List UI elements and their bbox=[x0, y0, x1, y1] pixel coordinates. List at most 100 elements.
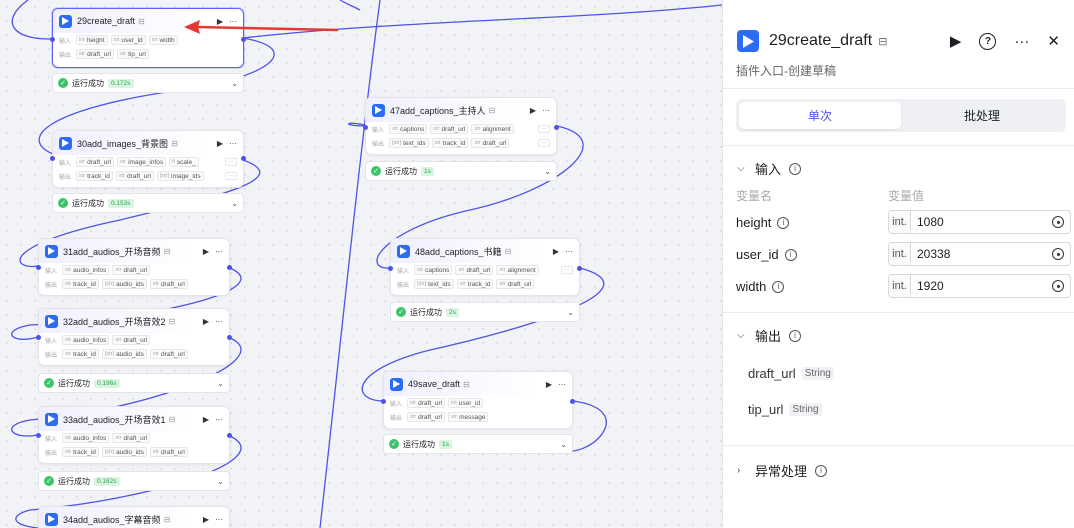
success-icon: ✓ bbox=[44, 378, 54, 388]
input-port[interactable] bbox=[36, 433, 41, 438]
output-port[interactable] bbox=[577, 266, 582, 271]
output-label: 输出 bbox=[372, 141, 385, 148]
status-text: 运行成功 bbox=[403, 439, 435, 449]
run-icon[interactable]: ▶ bbox=[552, 246, 559, 256]
output-port[interactable] bbox=[570, 399, 575, 404]
node-34add-audios[interactable]: 34add_audios_字幕音频 ⊟ ▶··· bbox=[38, 506, 230, 528]
duration-badge: 0.196s bbox=[94, 378, 120, 388]
chevron-down-icon[interactable]: ⌄ bbox=[560, 439, 567, 449]
close-icon[interactable]: ✕ bbox=[1047, 33, 1060, 50]
run-icon[interactable]: ▶ bbox=[216, 16, 223, 26]
chevron-down-icon: ⌵ bbox=[737, 163, 745, 174]
run-status[interactable]: ✓ 运行成功 2s ⌄ bbox=[390, 302, 580, 322]
output-section-header[interactable]: ⌵ 输出 i bbox=[737, 326, 802, 345]
output-port[interactable] bbox=[241, 37, 246, 42]
error-section-header[interactable]: › 异常处理 i bbox=[737, 461, 828, 480]
duration-badge: 0.172s bbox=[108, 78, 134, 88]
input-port[interactable] bbox=[36, 265, 41, 270]
output-label: 输出 bbox=[397, 282, 410, 289]
help-icon[interactable]: ? bbox=[979, 32, 997, 50]
input-port[interactable] bbox=[36, 335, 41, 340]
variable-ref-icon[interactable] bbox=[1052, 216, 1064, 228]
variable-ref-icon[interactable] bbox=[1052, 248, 1064, 260]
field-value[interactable]: 1920 bbox=[917, 279, 944, 293]
input-section-header[interactable]: ⌵ 输入 i bbox=[737, 159, 802, 178]
chevron-down-icon[interactable]: ⌄ bbox=[217, 476, 224, 486]
more-icon[interactable]: ··· bbox=[565, 246, 573, 256]
run-icon[interactable]: ▶ bbox=[202, 246, 209, 256]
chevron-down-icon[interactable]: ⌄ bbox=[544, 166, 551, 176]
run-status[interactable]: ✓ 运行成功 1s ⌄ bbox=[383, 434, 573, 454]
edge bbox=[11, 0, 54, 40]
run-status[interactable]: ✓ 运行成功 0.162s ⌄ bbox=[38, 471, 230, 491]
more-icon[interactable]: ··· bbox=[229, 138, 237, 148]
run-icon[interactable]: ▶ bbox=[529, 105, 536, 115]
panel-title: 29create_draft bbox=[769, 32, 873, 49]
run-status[interactable]: ✓ 运行成功 0.172s ⌄ bbox=[52, 73, 244, 93]
duration-badge: 1s bbox=[439, 439, 452, 449]
status-text: 运行成功 bbox=[58, 378, 90, 388]
input-port[interactable] bbox=[50, 37, 55, 42]
input-port[interactable] bbox=[381, 399, 386, 404]
user-id-field[interactable]: int. 20338 bbox=[888, 242, 1071, 266]
more-icon[interactable]: ··· bbox=[558, 379, 566, 389]
output-port[interactable] bbox=[227, 265, 232, 270]
badge-icon: ⊟ bbox=[168, 316, 176, 326]
more-icon[interactable]: ··· bbox=[542, 105, 550, 115]
run-status[interactable]: ✓ 运行成功 0.196s ⌄ bbox=[38, 373, 230, 393]
chevron-down-icon[interactable]: ⌄ bbox=[217, 378, 224, 388]
output-port[interactable] bbox=[554, 125, 559, 130]
height-field[interactable]: int. 1080 bbox=[888, 210, 1071, 234]
more-icon[interactable]: ··· bbox=[215, 316, 223, 326]
type-label: int. bbox=[889, 275, 911, 297]
width-field[interactable]: int. 1920 bbox=[888, 274, 1071, 298]
variable-ref-icon[interactable] bbox=[1052, 280, 1064, 292]
chevron-down-icon[interactable]: ⌄ bbox=[231, 78, 238, 88]
more-icon[interactable]: ··· bbox=[215, 514, 223, 524]
duration-badge: 0.162s bbox=[94, 476, 120, 486]
run-icon[interactable]: ▶ bbox=[202, 414, 209, 424]
more-icon[interactable]: ··· bbox=[215, 414, 223, 424]
tab-batch[interactable]: 批处理 bbox=[963, 109, 1000, 123]
field-value[interactable]: 1080 bbox=[917, 215, 944, 229]
more-chip: ··· bbox=[538, 139, 550, 147]
run-icon[interactable]: ▶ bbox=[202, 514, 209, 524]
more-icon[interactable]: ··· bbox=[215, 246, 223, 256]
mode-switch[interactable]: 单次 批处理 bbox=[736, 99, 1066, 132]
input-port[interactable] bbox=[50, 156, 55, 161]
field-value[interactable]: 20338 bbox=[917, 247, 951, 261]
run-status[interactable]: ✓ 运行成功 0.153s ⌄ bbox=[52, 193, 244, 213]
run-icon[interactable]: ▶ bbox=[216, 138, 223, 148]
run-icon[interactable]: ▶ bbox=[202, 316, 209, 326]
more-icon[interactable]: ··· bbox=[229, 16, 237, 26]
run-icon[interactable]: ▶ bbox=[545, 379, 552, 389]
node-title: 31add_audios_开场音频 bbox=[63, 246, 161, 257]
output-port[interactable] bbox=[241, 156, 246, 161]
panel-header: 29create_draft ⊟ ▶ ? ··· ✕ bbox=[723, 0, 1074, 62]
tab-single[interactable]: 单次 bbox=[739, 102, 901, 129]
output-port[interactable] bbox=[227, 433, 232, 438]
run-icon[interactable]: ▶ bbox=[949, 33, 962, 50]
input-port[interactable] bbox=[363, 125, 368, 130]
input-port[interactable] bbox=[388, 266, 393, 271]
chevron-down-icon[interactable]: ⌄ bbox=[567, 307, 574, 317]
run-status[interactable]: ✓ 运行成功 1s ⌄ bbox=[365, 161, 557, 181]
chevron-down-icon[interactable]: ⌄ bbox=[231, 198, 238, 208]
more-icon[interactable]: ··· bbox=[1014, 32, 1030, 50]
output-port[interactable] bbox=[227, 335, 232, 340]
